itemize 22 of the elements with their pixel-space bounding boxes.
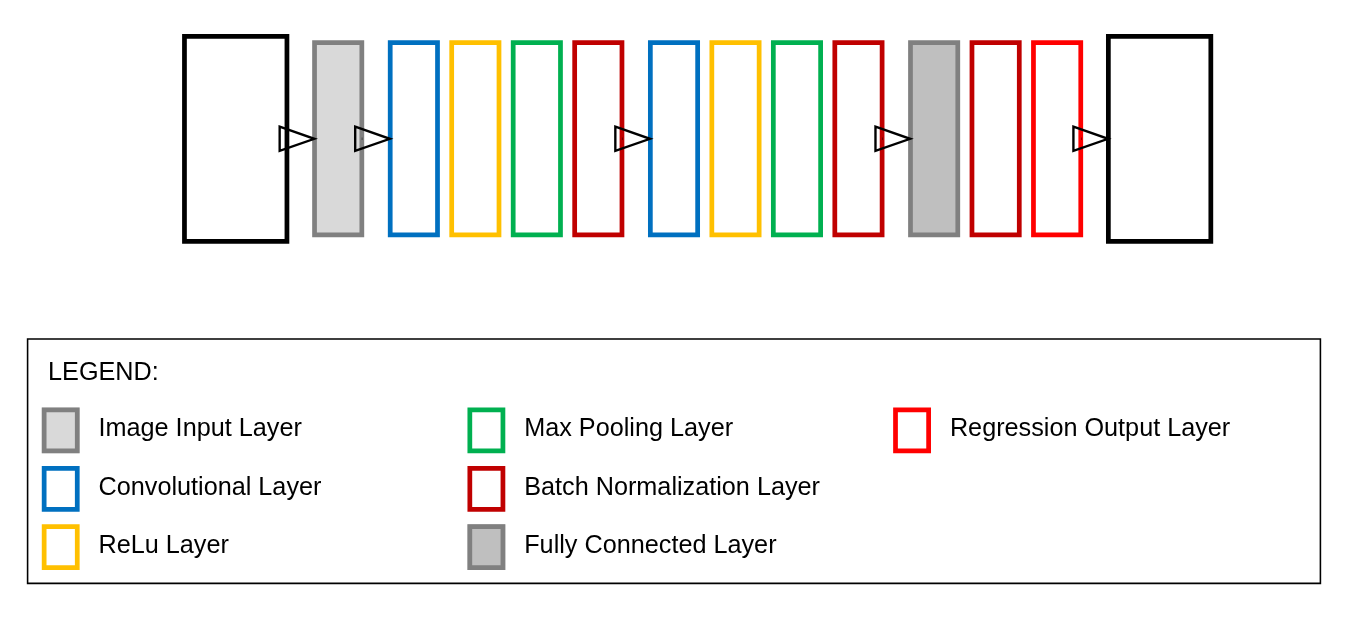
- legend-label: Image Input Layer: [98, 413, 302, 442]
- legend-label: Convolutional Layer: [98, 471, 322, 500]
- node-box: [1106, 33, 1214, 244]
- legend-label: Fully Connected Layer: [524, 530, 777, 559]
- arrow: [1072, 125, 1112, 153]
- node-bar: [908, 40, 961, 238]
- label: LEGEND:: [48, 357, 159, 386]
- node-bar: [648, 40, 700, 238]
- arrow: [354, 125, 394, 153]
- arrow: [278, 125, 318, 153]
- arrow: [874, 125, 914, 153]
- legend-label: Max Pooling Layer: [524, 413, 734, 442]
- legend-label: ReLu Layer: [98, 530, 229, 559]
- node-bar: [969, 40, 1022, 238]
- node-bar: [510, 40, 563, 238]
- legend-label: Regression Output Layer: [949, 413, 1231, 442]
- node-bar: [770, 40, 823, 238]
- node-bar: [387, 40, 440, 238]
- legend-label: Batch Normalization Layer: [524, 471, 820, 500]
- node-bar: [709, 40, 762, 238]
- node-bar: [449, 40, 502, 238]
- arrow: [614, 125, 654, 153]
